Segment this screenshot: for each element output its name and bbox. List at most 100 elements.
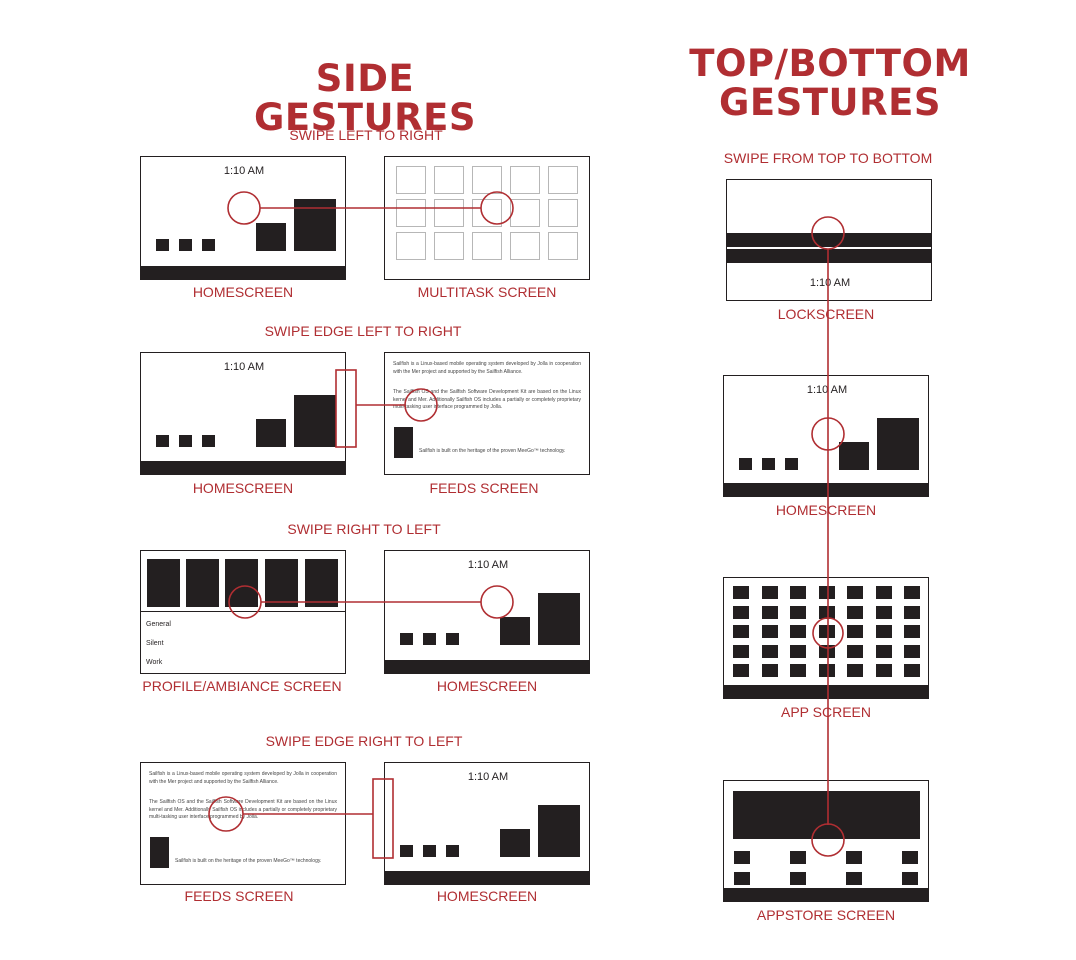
app-icon [179, 239, 192, 251]
app-grid-icon [875, 586, 892, 599]
app-icon [739, 458, 752, 470]
app-grid-icon [847, 586, 863, 599]
app-icon [423, 845, 436, 857]
app-icon [202, 435, 215, 447]
bottom-bar [385, 660, 589, 673]
screen-label-homescreen: HOMESCREEN [436, 678, 538, 694]
app-widget-large [877, 418, 919, 470]
app-grid-icon [904, 644, 920, 658]
feed-thumbnail [150, 837, 169, 868]
store-app-icon [734, 851, 750, 864]
app-grid-icon [733, 605, 749, 619]
bottom-bar [724, 685, 928, 698]
screen-label-lockscreen: LOCKSCREEN [777, 306, 875, 322]
homescreen-5: 1:10 AM [723, 375, 929, 497]
task-tile [510, 199, 540, 227]
app-grid-icon [875, 605, 892, 619]
app-icon [156, 435, 169, 447]
app-icon [762, 458, 775, 470]
app-grid-icon [847, 664, 863, 677]
app-widget-small [500, 617, 530, 645]
app-icon [179, 435, 192, 447]
lock-band-bottom [727, 249, 931, 263]
app-grid-icon [761, 664, 778, 677]
side-gestures-heading: SIDE GESTURES [254, 57, 476, 139]
top-bottom-gestures-heading: TOP/BOTTOM GESTURES [680, 44, 980, 123]
screen-label-homescreen: HOMESCREEN [436, 888, 538, 904]
ambiance-card [265, 559, 298, 607]
screen-label-multitask: MULTITASK SCREEN [417, 284, 557, 300]
app-icon [446, 845, 459, 857]
app-widget-small [500, 829, 530, 857]
profile-item-silent: Silent [146, 640, 164, 647]
task-tile [510, 166, 540, 194]
app-icon [400, 845, 413, 857]
screen-label-feeds: FEEDS SCREEN [184, 888, 294, 904]
store-app-icon [734, 872, 750, 885]
bottom-bar [724, 483, 928, 496]
ambiance-card [225, 559, 258, 607]
task-tile [548, 199, 578, 227]
app-grid-icon [818, 605, 835, 619]
feed-paragraph: The Sailfish OS and the Sailfish Softwar… [149, 799, 337, 820]
app-grid-icon [761, 625, 778, 638]
app-grid-icon [790, 664, 806, 677]
clock-text: 1:10 AM [806, 384, 848, 396]
bottom-bar [141, 266, 345, 279]
feed-thumbnail [394, 427, 413, 458]
homescreen-3: 1:10 AM [384, 550, 590, 674]
app-grid-icon [875, 644, 892, 658]
task-tile [472, 166, 502, 194]
app-grid-icon [904, 664, 920, 677]
store-app-icon [902, 872, 918, 885]
task-tile [434, 232, 464, 260]
app-widget-large [538, 805, 580, 857]
app-grid-icon [790, 605, 806, 619]
screen-label-homescreen: HOMESCREEN [192, 284, 294, 300]
app-grid-icon [761, 605, 778, 619]
task-tile [472, 199, 502, 227]
app-grid-icon [818, 586, 835, 599]
multitask-screen [384, 156, 590, 280]
clock-text: 1:10 AM [467, 559, 509, 571]
screen-label-appstore: APPSTORE SCREEN [756, 907, 896, 923]
app-grid-icon [904, 625, 920, 638]
appstore-screen [723, 780, 929, 902]
lockscreen: 1:10 AM [726, 179, 932, 301]
app-grid-icon [790, 625, 806, 638]
app-widget-large [294, 395, 336, 447]
app-grid-icon [790, 586, 806, 599]
feed-paragraph: Sailfish is built on the heritage of the… [175, 858, 322, 864]
app-screen [723, 577, 929, 699]
appstore-banner [733, 791, 920, 839]
bottom-bar [385, 871, 589, 884]
task-tile [510, 232, 540, 260]
profile-item-general: General [146, 621, 171, 628]
store-app-icon [846, 851, 862, 864]
screen-label-profile-ambiance: PROFILE/AMBIANCE SCREEN [142, 678, 342, 694]
ambiance-card [186, 559, 219, 607]
clock-text: 1:10 AM [223, 361, 265, 373]
app-icon [423, 633, 436, 645]
app-grid-icon [818, 644, 835, 658]
app-grid-icon [875, 664, 892, 677]
app-grid-icon [847, 644, 863, 658]
task-tile [434, 199, 464, 227]
app-grid-icon [761, 586, 778, 599]
app-grid-icon [790, 644, 806, 658]
app-grid-icon [875, 625, 892, 638]
gesture-label-swipe-edge-right-to-left: SWIPE EDGE RIGHT TO LEFT [265, 733, 463, 749]
app-widget-small [256, 419, 286, 447]
app-grid-icon [733, 625, 749, 638]
ambiance-card [147, 559, 180, 607]
app-grid-icon [904, 605, 920, 619]
app-grid-icon [733, 586, 749, 599]
feeds-screen-1: Sailfish is a Linux-based mobile operati… [384, 352, 590, 475]
app-icon [785, 458, 798, 470]
app-grid-icon [904, 586, 920, 599]
bottom-bar [724, 888, 928, 901]
app-icon [446, 633, 459, 645]
app-widget-small [839, 442, 869, 470]
app-grid-icon [818, 664, 835, 677]
divider [141, 611, 345, 612]
